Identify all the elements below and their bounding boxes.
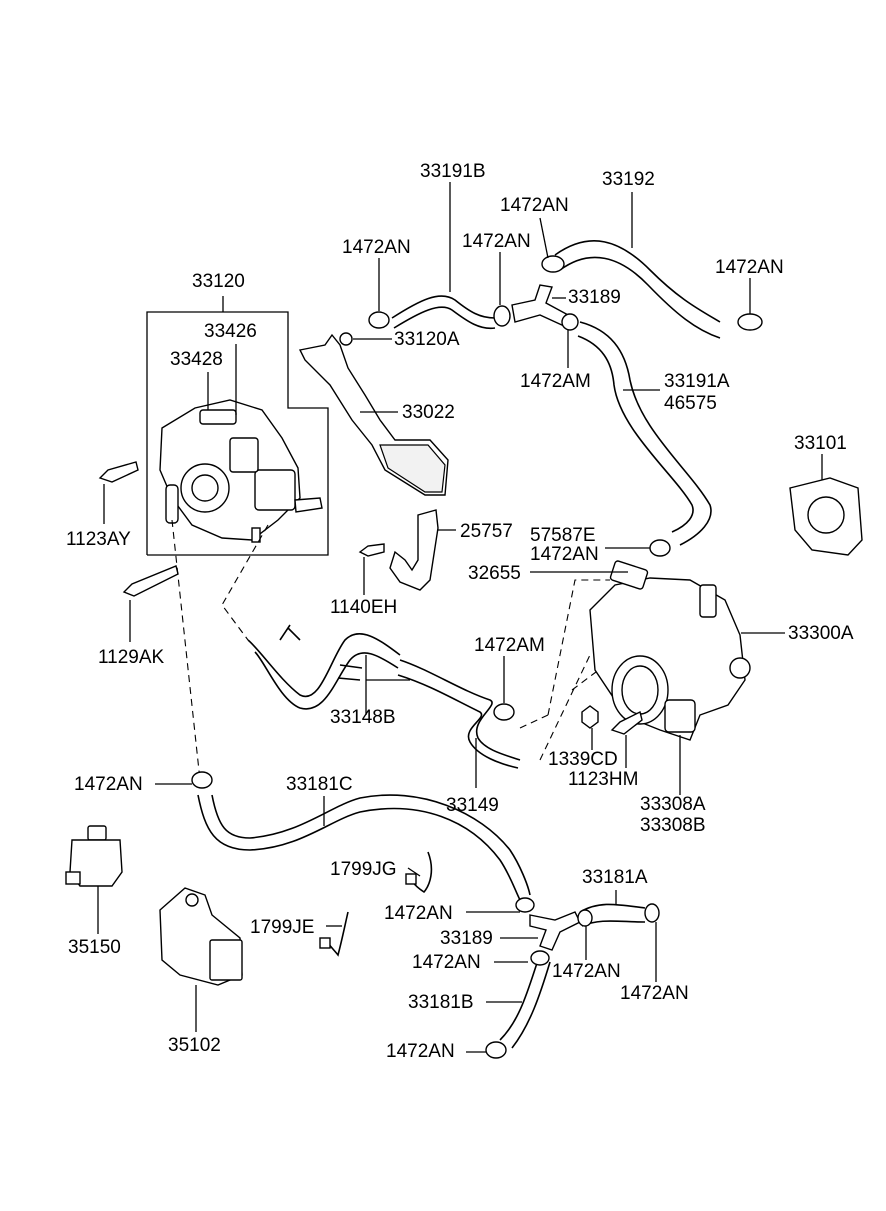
hose-33181B	[466, 950, 551, 1059]
label-1472AN-left: 1472AN	[74, 774, 143, 795]
sensor-35102	[159, 887, 243, 1032]
label-33022: 33022	[402, 402, 455, 423]
label-1472AN-top-left: 1472AN	[342, 237, 411, 258]
y-joint-33189-a	[511, 284, 571, 327]
label-1472AN-top-right: 1472AN	[715, 257, 784, 278]
label-1472AM-middle: 1472AM	[474, 635, 545, 656]
label-33181A: 33181A	[582, 867, 648, 888]
assembly-box-33120	[146, 296, 329, 556]
label-33120A: 33120A	[394, 329, 460, 350]
clamp-1472AN-a	[368, 258, 390, 329]
label-1140EH: 1140EH	[330, 597, 398, 618]
label-33426: 33426	[204, 321, 257, 342]
label-33308A: 33308A	[640, 794, 706, 815]
wire-1799JE	[319, 911, 349, 957]
bolt-1140EH	[358, 543, 385, 595]
bolt-1123HM	[610, 710, 643, 768]
clamp-1472AN-b	[493, 252, 511, 327]
label-1799JE: 1799JE	[250, 917, 315, 938]
label-1129AK: 1129AK	[98, 647, 165, 668]
label-1472AN-57587E: 1472AN	[530, 544, 599, 565]
hose-33181A	[577, 890, 660, 982]
label-33189-top: 33189	[568, 287, 621, 308]
nut-1339CD	[581, 705, 599, 750]
label-33308B: 33308B	[640, 815, 706, 836]
label-35102: 35102	[168, 1035, 221, 1056]
hose-33191B	[391, 182, 496, 330]
hose-33148B	[247, 624, 410, 715]
label-1799JG: 1799JG	[330, 859, 397, 880]
hose-33191A	[561, 313, 712, 546]
clamp-1472AN-f	[155, 771, 213, 789]
assembly-33120	[159, 344, 323, 543]
wire-1799JG	[405, 851, 433, 894]
label-33181C: 33181C	[286, 774, 353, 795]
label-1472AN-top-middle: 1472AN	[500, 195, 569, 216]
label-1123HM: 1123HM	[568, 769, 639, 790]
bolt-1129AK	[122, 565, 179, 642]
label-57587E: 57587E	[530, 525, 596, 546]
label-33189-lower: 33189	[440, 928, 493, 949]
clip-25757	[389, 509, 456, 591]
label-33120: 33120	[192, 271, 245, 292]
label-33192: 33192	[602, 169, 655, 190]
clamp-57587E	[605, 539, 671, 557]
gasket-33101	[789, 454, 863, 556]
label-33148B: 33148B	[330, 707, 396, 728]
label-1472AN-bottom: 1472AN	[386, 1041, 455, 1062]
label-1472AN-lower-right: 1472AN	[552, 961, 621, 982]
hose-33181C	[197, 794, 535, 913]
label-1123AY: 1123AY	[66, 529, 131, 550]
label-35150: 35150	[68, 937, 121, 958]
label-1339CD: 1339CD	[548, 749, 618, 770]
hose-33192	[539, 192, 763, 339]
label-1472AN-lower-left: 1472AN	[384, 903, 453, 924]
valve-35150	[65, 825, 123, 934]
dashed-connectors	[171, 519, 610, 781]
label-33300A: 33300A	[788, 623, 854, 644]
bolt-1123AY	[98, 461, 139, 524]
label-33149: 33149	[446, 795, 499, 816]
hose-33149	[397, 656, 521, 788]
label-25757: 25757	[460, 521, 513, 542]
label-1472AN-top-center: 1472AN	[462, 231, 531, 252]
label-1472AN-lower-mid: 1472AN	[412, 952, 481, 973]
label-33191A: 33191A	[664, 371, 730, 392]
label-33181B: 33181B	[408, 992, 474, 1013]
label-33191B: 33191B	[420, 161, 486, 182]
label-46575: 46575	[664, 393, 717, 414]
label-1472AM-top: 1472AM	[520, 371, 591, 392]
fitting-33120A	[339, 332, 392, 346]
label-1472AN-far-right: 1472AN	[620, 983, 689, 1004]
y-joint-33189-b	[466, 911, 581, 951]
throttle-body-33300A	[589, 560, 785, 795]
label-32655: 32655	[468, 563, 521, 584]
bracket-33022	[298, 333, 449, 496]
label-33101: 33101	[794, 433, 847, 454]
label-33428: 33428	[170, 349, 223, 370]
